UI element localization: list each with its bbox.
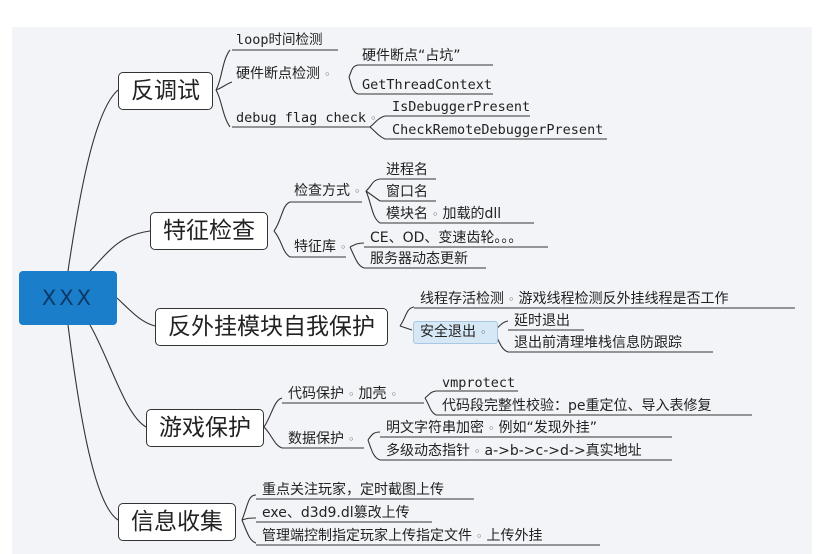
topic-feature-db-label: 特征库 — [294, 239, 336, 255]
topic-string-encrypt[interactable]: 明文字符串加密 ◦例如“发现外挂” — [386, 418, 597, 439]
topic-safe-exit-label: 安全退出 — [420, 324, 476, 340]
topic-code-protect[interactable]: 代码保护 ◦加壳◦ — [288, 384, 401, 405]
topic-check-method-label: 检查方式 — [294, 183, 350, 199]
topic-thread-alive[interactable]: 线程存活检测 ◦游戏线程检测反外挂线程是否工作 — [420, 289, 729, 310]
branch-game-protect-label: 游戏保护 — [159, 415, 251, 441]
topic-string-encrypt-label: 明文字符串加密 — [386, 420, 484, 436]
topic-integrity-check[interactable]: 代码段完整性校验：pe重定位、导入表修复 — [442, 398, 712, 414]
root-label: XXX — [41, 286, 95, 310]
topic-vmprotect[interactable]: vmprotect — [442, 375, 516, 391]
collapse-dot-icon[interactable]: ◦ — [390, 388, 398, 401]
branch-feature-check-label: 特征检查 — [163, 218, 255, 244]
topic-file-upload[interactable]: 管理端控制指定玩家上传指定文件 ◦上传外挂 — [262, 526, 543, 547]
topic-string-encrypt-detail: 例如“发现外挂” — [498, 420, 598, 436]
topic-safe-exit[interactable]: 安全退出 ◦ — [413, 321, 498, 344]
collapse-dot-icon[interactable]: ◦ — [324, 68, 331, 81]
topic-module-name-label: 模块名 — [386, 206, 428, 222]
branch-info-collect-label: 信息收集 — [131, 509, 223, 535]
topic-process-name[interactable]: 进程名 — [386, 162, 428, 178]
collapse-dot-icon[interactable]: ◦ — [508, 293, 515, 306]
topic-debug-flag-label: debug flag check — [236, 110, 367, 126]
collapse-dot-icon[interactable]: ◦ — [348, 388, 355, 401]
topic-check-method[interactable]: 检查方式 ◦ — [294, 181, 365, 202]
topic-tools-list[interactable]: CE、OD、变速齿轮。。。 — [370, 230, 523, 246]
collapse-dot-icon[interactable]: ◦ — [476, 530, 483, 543]
collapse-dot-icon[interactable]: ◦ — [488, 422, 495, 435]
topic-dynamic-pointer-detail: a->b->c->d->真实地址 — [484, 443, 642, 459]
topic-dynamic-pointer-label: 多级动态指针 — [386, 443, 470, 459]
topic-loaded-dll: 加载的dll — [442, 206, 502, 222]
topic-debug-flag[interactable]: debug flag check◦ — [236, 108, 381, 129]
topic-data-protect-label: 数据保护 — [288, 431, 344, 447]
collapse-dot-icon[interactable]: ◦ — [474, 445, 481, 458]
collapse-dot-icon[interactable]: ◦ — [354, 185, 361, 198]
topic-file-upload-detail: 上传外挂 — [486, 528, 543, 544]
topic-is-debugger-present[interactable]: IsDebuggerPresent — [392, 99, 531, 115]
collapse-dot-icon[interactable]: ◦ — [370, 112, 377, 125]
topic-screenshot-upload[interactable]: 重点关注玩家，定时截图上传 — [262, 482, 444, 498]
topic-thread-alive-label: 线程存活检测 — [420, 291, 504, 307]
branch-game-protect[interactable]: 游戏保护 — [146, 409, 264, 447]
topic-check-remote-debugger[interactable]: CheckRemoteDebuggerPresent — [392, 122, 604, 138]
topic-packer: 加壳 — [358, 386, 387, 402]
collapse-dot-icon[interactable]: ◦ — [480, 326, 487, 339]
topic-hw-bp-placeholder[interactable]: 硬件断点“占坑” — [362, 48, 461, 64]
branch-info-collect[interactable]: 信息收集 — [118, 503, 236, 541]
root-node[interactable]: XXX — [19, 271, 117, 325]
topic-module-name[interactable]: 模块名 ◦加载的dll — [386, 204, 501, 225]
topic-hw-breakpoint-label: 硬件断点检测 — [236, 66, 320, 82]
branch-feature-check[interactable]: 特征检查 — [150, 212, 268, 250]
collapse-dot-icon[interactable]: ◦ — [340, 241, 347, 254]
topic-window-name[interactable]: 窗口名 — [386, 184, 428, 200]
topic-server-update[interactable]: 服务器动态更新 — [370, 251, 468, 267]
topic-file-upload-label: 管理端控制指定玩家上传指定文件 — [262, 528, 472, 544]
topic-tamper-upload[interactable]: exe、d3d9.dl篡改上传 — [262, 505, 410, 521]
topic-hw-breakpoint[interactable]: 硬件断点检测 ◦ — [236, 64, 335, 85]
topic-dynamic-pointer[interactable]: 多级动态指针 ◦a->b->c->d->真实地址 — [386, 441, 642, 462]
topic-loop-check[interactable]: loop时间检测 — [236, 32, 323, 48]
topic-get-thread-context[interactable]: GetThreadContext — [362, 77, 493, 93]
collapse-dot-icon[interactable]: ◦ — [348, 433, 355, 446]
mind-map-canvas — [12, 27, 812, 554]
topic-delayed-exit[interactable]: 延时退出 — [514, 313, 570, 329]
branch-self-protect[interactable]: 反外挂模块自我保护 — [155, 308, 388, 346]
topic-data-protect[interactable]: 数据保护 ◦ — [288, 429, 359, 450]
topic-clean-stack[interactable]: 退出前清理堆栈信息防跟踪 — [514, 335, 682, 351]
branch-anti-debug[interactable]: 反调试 — [118, 72, 213, 110]
branch-anti-debug-label: 反调试 — [131, 78, 200, 104]
collapse-dot-icon[interactable]: ◦ — [432, 208, 439, 221]
topic-code-protect-label: 代码保护 — [288, 386, 344, 402]
topic-thread-alive-detail: 游戏线程检测反外挂线程是否工作 — [518, 291, 729, 307]
topic-feature-db[interactable]: 特征库 ◦ — [294, 237, 351, 258]
branch-self-protect-label: 反外挂模块自我保护 — [168, 314, 375, 340]
